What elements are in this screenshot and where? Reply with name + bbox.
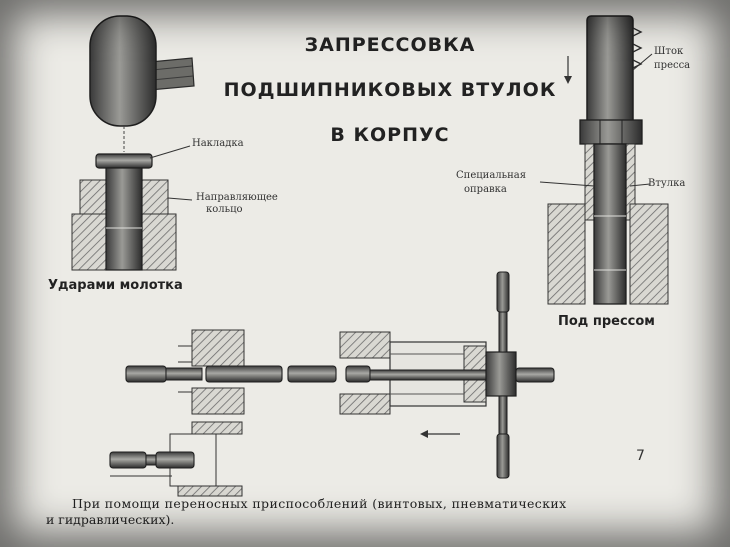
puller-figure <box>109 271 555 497</box>
label-overlay: Накладка <box>192 138 244 149</box>
guide-ring-right <box>141 179 169 215</box>
label-guide-ring-2: кольцо <box>206 204 243 215</box>
caption-hammer: Ударами молотка <box>48 278 183 293</box>
hammer-figure <box>71 15 195 271</box>
caption-press: Под прессом <box>558 314 655 329</box>
press-housing-left <box>547 203 586 305</box>
title-line-3: В КОРПУС <box>330 124 450 146</box>
press-housing-right <box>629 203 669 305</box>
label-guide-ring-1: Направляющее <box>196 192 278 203</box>
bottom-caption-line-1: При помощи переносных приспособлений (ви… <box>72 496 567 511</box>
bottom-caption-line-2: и гидравлических). <box>46 512 175 527</box>
label-press-rod-1: Шток <box>654 46 684 57</box>
bottom-caption: При помощи переносных приспособлений (ви… <box>46 496 682 528</box>
housing-left <box>71 213 107 271</box>
bushing <box>105 167 143 271</box>
label-mandrel-1: Специальная <box>456 170 527 181</box>
title-line-1: ЗАПРЕССОВКА <box>304 34 476 56</box>
label-press-rod-2: пресса <box>654 60 691 71</box>
overlay-plate <box>95 153 153 169</box>
title-line-2: ПОДШИПНИКОВЫХ ВТУЛОК <box>223 79 557 101</box>
press-figure <box>539 15 669 305</box>
press-nut <box>579 119 643 145</box>
mandrel <box>593 143 627 305</box>
guide-ring-left <box>79 179 107 215</box>
hammer-head <box>89 15 157 127</box>
label-mandrel-2: оправка <box>464 184 507 195</box>
slide-number: 7 <box>636 448 645 464</box>
press-rod <box>586 15 634 125</box>
housing-right <box>141 213 177 271</box>
label-bushing: Втулка <box>648 178 686 189</box>
